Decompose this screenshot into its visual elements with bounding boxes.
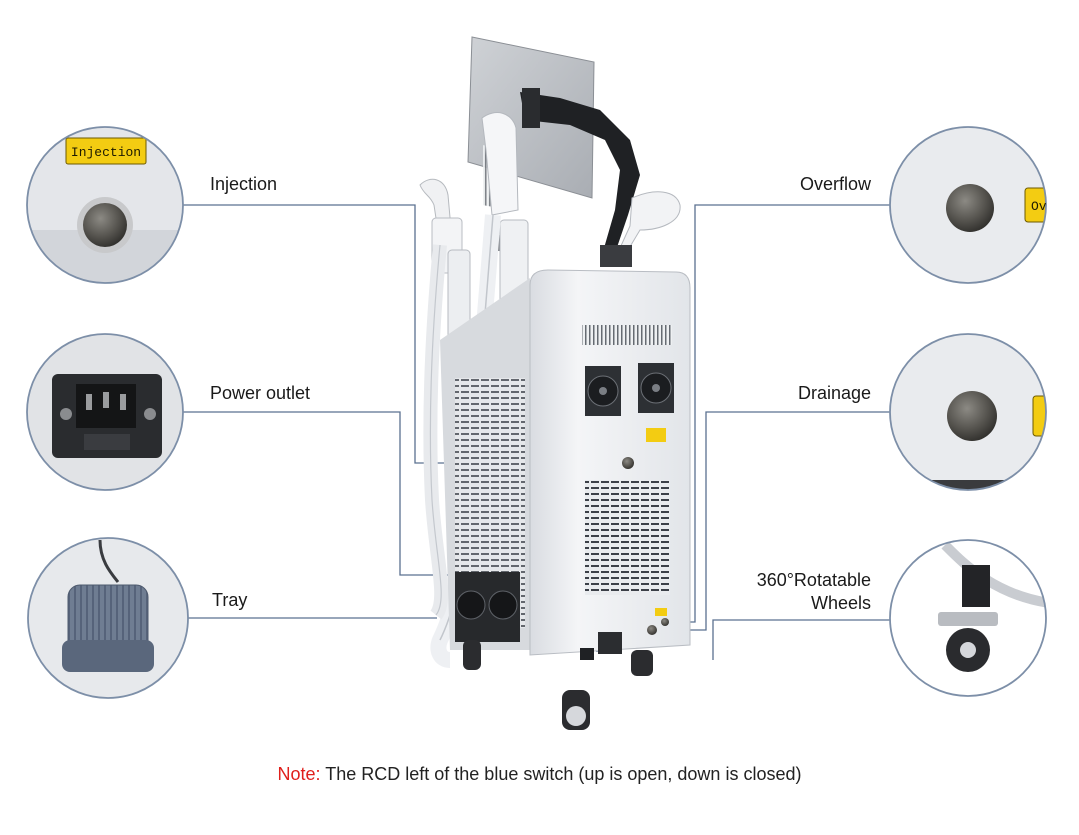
label-injection: Injection	[210, 174, 278, 194]
zoom-tray	[27, 537, 189, 699]
zoom-power-outlet	[26, 333, 184, 491]
injection-port	[622, 457, 634, 469]
zoom-overflow	[889, 126, 1047, 284]
injection-badge-text: Injection	[71, 145, 141, 160]
zoom-injection	[26, 126, 184, 284]
connector-overflow	[665, 204, 890, 623]
connector-wheels	[712, 619, 890, 660]
machine-illustration	[419, 36, 691, 730]
cooling-fan-left	[585, 366, 621, 416]
machine-wheels	[463, 640, 653, 730]
drainage-port	[661, 618, 669, 626]
label-tray: Tray	[212, 590, 248, 610]
label-wheels-line1: 360°Rotatable	[756, 570, 871, 590]
overflow-port	[647, 625, 657, 635]
label-overflow: Overflow	[799, 174, 871, 194]
zoom-wheels	[889, 539, 1047, 697]
note-prefix: Note:	[277, 764, 321, 784]
label-power-outlet: Power outlet	[210, 383, 311, 403]
label-drainage: Drainage	[797, 383, 871, 403]
zoom-drainage	[889, 333, 1047, 491]
power-outlet-port	[598, 632, 622, 654]
note-text: Note: The RCD left of the blue switch (u…	[0, 764, 1079, 785]
label-wheels-line2: Wheels	[810, 593, 871, 613]
overflow-badge-text: Ov	[1031, 199, 1047, 214]
cooling-fan-right	[638, 363, 674, 413]
note-body: The RCD left of the blue switch (up is o…	[320, 764, 802, 784]
